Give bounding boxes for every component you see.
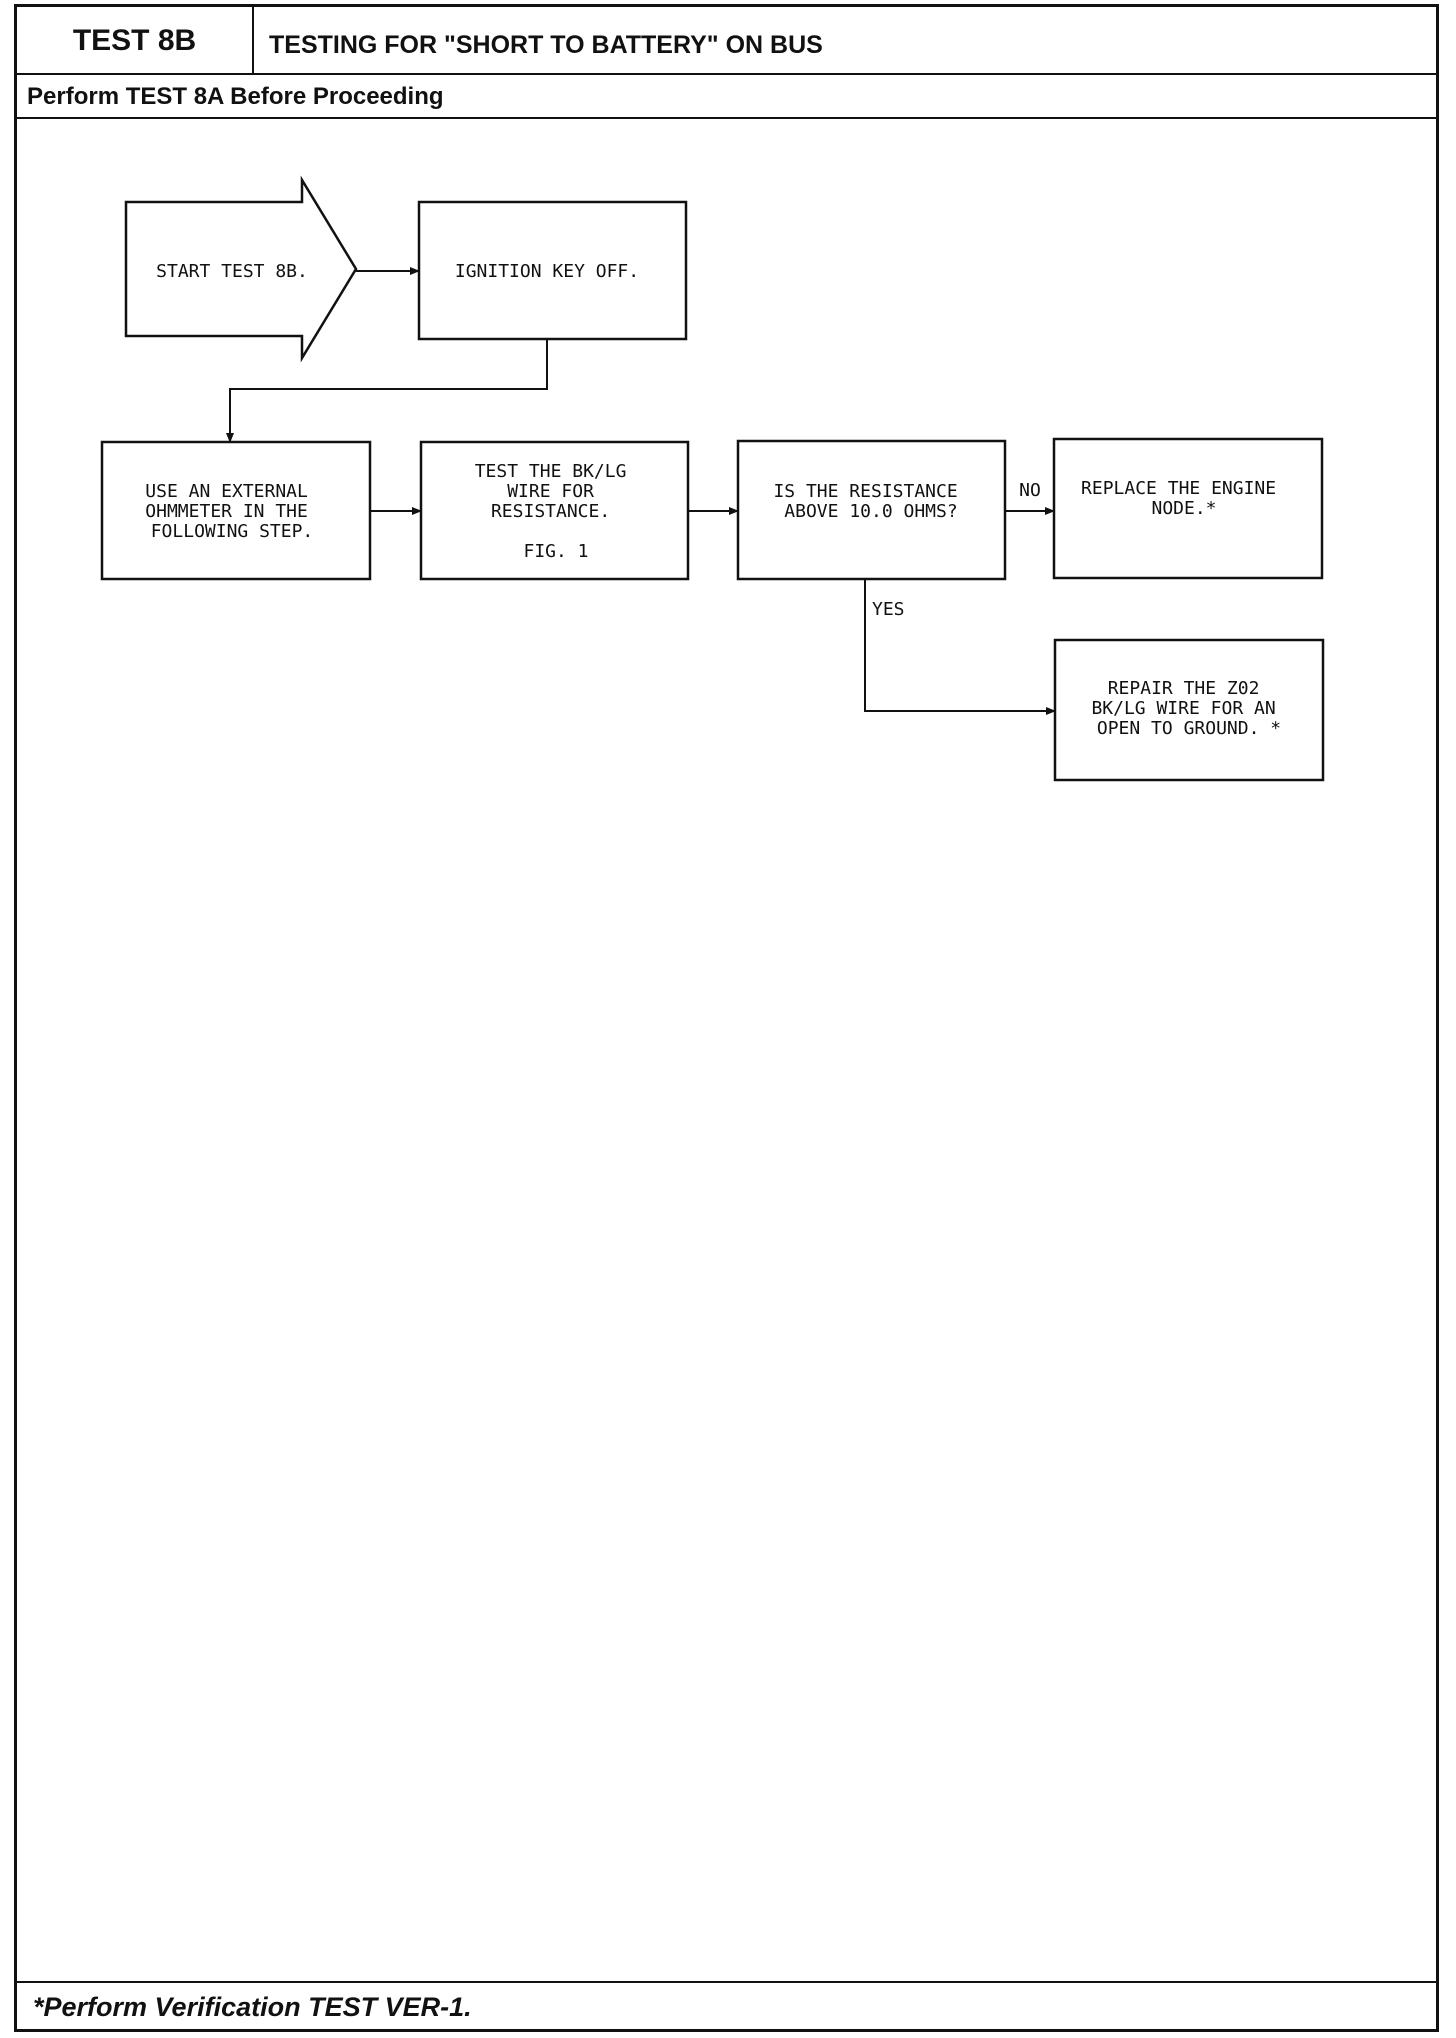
edge-ignition-to-ohmmeter: [226, 339, 548, 443]
edge-label-yes: YES: [872, 599, 905, 620]
node-ignition-line: IGNITION KEY OFF.: [455, 261, 639, 282]
test-id: TEST 8B: [17, 7, 254, 75]
node-test-wire-line: TEST THE BK/LG: [475, 461, 627, 482]
node-repair-shape: [1053, 638, 1325, 782]
verification-note: *Perform Verification TEST VER-1.: [17, 1981, 1436, 2029]
edge-label-no: NO: [1019, 480, 1041, 501]
node-repair-line: BK/LG WIRE FOR AN: [1091, 698, 1275, 719]
procedure-sheet: TEST 8B TESTING FOR "SHORT TO BATTERY" O…: [14, 4, 1439, 2032]
node-start-text: START TEST 8B.: [156, 261, 308, 282]
node-test-wire-line: WIRE FOR: [507, 481, 594, 502]
node-ignition-text: IGNITION KEY OFF.: [455, 261, 639, 282]
node-repair-line: OPEN TO GROUND. *: [1097, 718, 1281, 739]
node-test-wire-text: TEST THE BK/LG WIRE FOR RESISTANCE. FIG.…: [475, 461, 638, 562]
edge-question-to-repair: [864, 579, 1056, 715]
node-test-wire-shape: [419, 440, 690, 581]
node-start-line: START TEST 8B.: [156, 261, 308, 282]
node-question-line: IS THE RESISTANCE: [773, 481, 957, 502]
node-ohmmeter-line: USE AN EXTERNAL: [145, 481, 308, 502]
node-ohmmeter-line: FOLLOWING STEP.: [151, 521, 314, 542]
node-test-wire-line: RESISTANCE.: [491, 501, 610, 522]
node-ohmmeter-text: USE AN EXTERNAL OHMMETER IN THE FOLLOWIN…: [145, 481, 318, 542]
node-start-shape: [124, 175, 358, 363]
node-question-line: ABOVE 10.0 OHMS?: [784, 501, 957, 522]
node-ignition-shape: [417, 200, 688, 341]
node-repair-text: REPAIR THE Z02 BK/LG WIRE FOR AN OPEN TO…: [1091, 678, 1286, 739]
node-replace-line: REPLACE THE ENGINE: [1081, 478, 1276, 499]
node-replace-text: REPLACE THE ENGINE NODE.*: [1081, 478, 1287, 519]
header-bar: TEST 8B TESTING FOR "SHORT TO BATTERY" O…: [17, 7, 1436, 75]
node-replace-line: NODE.*: [1151, 498, 1216, 519]
node-ohmmeter-shape: [100, 440, 372, 581]
node-question-text: IS THE RESISTANCE ABOVE 10.0 OHMS?: [773, 481, 968, 522]
node-ohmmeter-line: OHMMETER IN THE: [145, 501, 308, 522]
node-repair-line: REPAIR THE Z02: [1108, 678, 1260, 699]
node-test-wire-line: FIG. 1: [523, 541, 588, 562]
prerequisite-note: Perform TEST 8A Before Proceeding: [17, 75, 1436, 119]
test-title: TESTING FOR "SHORT TO BATTERY" ON BUS: [269, 31, 823, 59]
